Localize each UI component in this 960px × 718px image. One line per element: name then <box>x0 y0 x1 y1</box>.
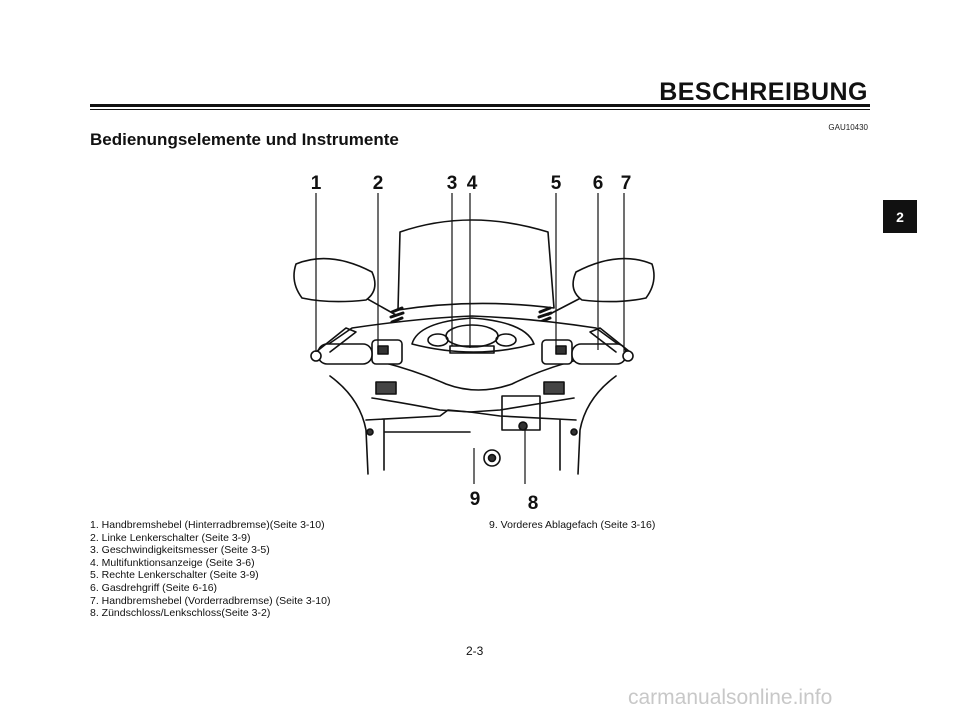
header-rule <box>90 104 870 107</box>
header-rule-thin <box>90 109 870 110</box>
document-code: GAU10430 <box>828 123 868 132</box>
instrument-cluster <box>411 317 535 353</box>
front-body-outline <box>329 375 617 475</box>
glove-box-outline <box>501 395 541 431</box>
callout-2: 2 <box>373 173 384 194</box>
callout-8: 8 <box>528 493 539 514</box>
callout-4: 4 <box>467 173 478 194</box>
legend-item-7: 7. Handbremshebel (Vorderradbremse) (Sei… <box>90 594 331 607</box>
legend-item-4: 4. Multifunktionsanzeige (Seite 3-6) <box>90 556 255 569</box>
left-grip <box>317 343 373 365</box>
right-vent <box>543 381 565 395</box>
left-brake-lever <box>315 327 357 353</box>
multifunction-display <box>449 345 495 354</box>
legend-item-6: 6. Gasdrehgriff (Seite 6-16) <box>90 581 218 594</box>
legend-right: 9. Vorderes Ablagefach (Seite 3-16) <box>489 519 655 532</box>
callout-1: 1 <box>311 173 322 194</box>
legend-item-1: 1. Handbremshebel (Hinterradbremse)(Seit… <box>90 519 325 531</box>
left-body-bolt <box>366 428 374 436</box>
glove-box-lock <box>518 421 528 431</box>
front-center-panel <box>365 409 577 421</box>
right-mirror <box>572 257 655 303</box>
callout-6: 6 <box>593 173 604 194</box>
right-body-bolt <box>570 428 578 436</box>
glove-box-lid <box>383 419 561 471</box>
header-title: BESCHREIBUNG <box>659 78 868 106</box>
callout-7: 7 <box>621 173 632 194</box>
ignition-key-switch-inner <box>487 453 497 463</box>
legend-item-5: 5. Rechte Lenkerschalter (Seite 3-9) <box>90 569 259 582</box>
right-switch-button <box>555 345 567 355</box>
right-gauge <box>495 333 517 347</box>
left-vent <box>375 381 397 395</box>
legend-left: 1. Handbremshebel (Hinterradbremse)(Seit… <box>90 519 330 620</box>
section-title: Bedienungselemente und Instrumente <box>90 130 399 149</box>
callout-5: 5 <box>551 173 562 194</box>
legend-item-2: 2. Linke Lenkerschalter (Seite 3-9) <box>90 531 251 544</box>
left-mirror-spring <box>389 306 405 324</box>
left-mirror <box>293 257 376 303</box>
windshield <box>397 219 555 311</box>
right-bar-end <box>622 350 634 362</box>
right-grip <box>571 343 627 365</box>
left-bar-end <box>310 350 322 362</box>
callout-3: 3 <box>447 173 458 194</box>
right-brake-lever <box>589 327 631 353</box>
page-number: 2-3 <box>466 644 484 658</box>
chapter-tab: 2 <box>883 200 917 233</box>
front-body-inner <box>371 397 575 413</box>
legend-item-3: 3. Geschwindigkeitsmesser (Seite 3-5) <box>90 544 270 557</box>
right-mirror-spring <box>537 306 553 324</box>
legend-item-8: 8. Zündschloss/Lenkschloss(Seite 3-2) <box>90 607 271 620</box>
watermark: carmanualsonline.info <box>628 686 833 709</box>
left-gauge <box>427 333 449 347</box>
legend-item-9: 9. Vorderes Ablagefach (Seite 3-16) <box>489 519 656 531</box>
left-switch-button <box>377 345 389 355</box>
callout-9: 9 <box>470 489 481 510</box>
